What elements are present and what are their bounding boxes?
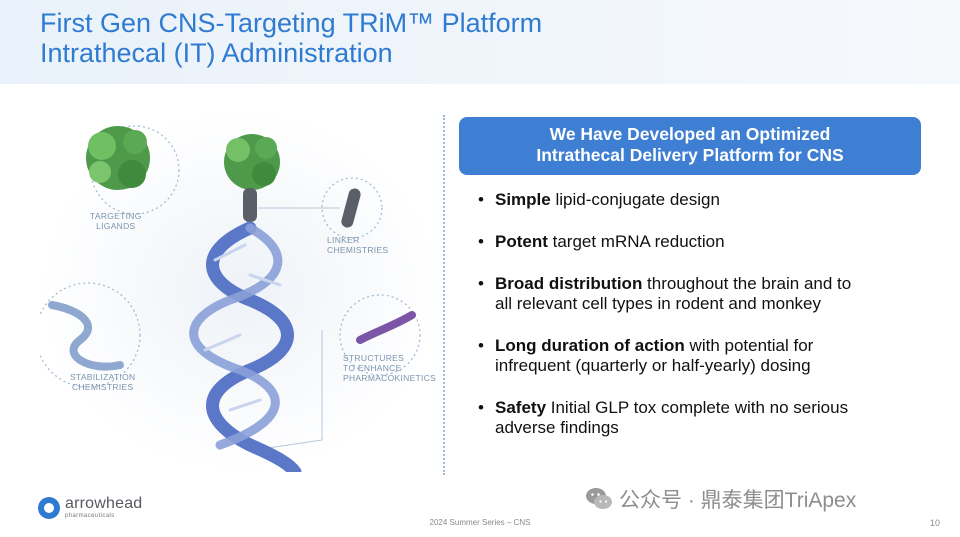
stabilization-arc — [40, 282, 141, 388]
helix-linker — [243, 188, 257, 222]
structures-arc — [339, 294, 421, 376]
label-stabilization-chemistries: STABILIZATION CHEMISTRIES — [70, 372, 136, 392]
watermark: 公众号 · 鼎泰集团TriApex — [585, 484, 856, 514]
banner-line1: We Have Developed an Optimized — [549, 124, 831, 144]
slide-title-line1: First Gen CNS-Targeting TRiM™ Platform — [40, 8, 543, 38]
pk-structure-strand — [356, 311, 416, 344]
helix-ligand-molecule — [224, 134, 280, 190]
targeting-ligand-molecule — [86, 126, 150, 190]
label-targeting-ligands: TARGETING LIGANDS — [90, 211, 142, 231]
double-helix — [189, 221, 302, 472]
arrowhead-logo: arrowhead pharmaceuticals — [38, 496, 142, 519]
watermark-text: 公众号 · 鼎泰集团TriApex — [619, 489, 857, 512]
bullet-long-duration: Long duration of action with potential f… — [478, 336, 918, 376]
slide-title: First Gen CNS-Targeting TRiM™ Platform I… — [40, 8, 542, 68]
bullet-simple: Simple lipid-conjugate design — [478, 190, 918, 210]
footer-text: 2024 Summer Series – CNS — [429, 518, 531, 527]
logo-subtitle: pharmaceuticals — [65, 513, 115, 519]
bullet-safety: Safety Initial GLP tox complete with no … — [478, 398, 918, 438]
slide-title-line2: Intrathecal (IT) Administration — [40, 38, 393, 68]
label-linker-chemistries: LINKER CHEMISTRIES — [327, 235, 389, 255]
arrowhead-logo-icon — [38, 496, 60, 519]
logo-name: arrowhead — [65, 495, 143, 512]
bullet-broad-distribution: Broad distribution throughout the brain … — [478, 274, 918, 314]
vertical-divider — [443, 115, 445, 475]
benefit-list: Simple lipid-conjugate design Potent tar… — [478, 190, 918, 460]
page-number: 10 — [929, 518, 940, 528]
label-structures-pk: STRUCTURES TO ENHANCE PHARMACOKINETICS — [343, 353, 437, 383]
title-header: First Gen CNS-Targeting TRiM™ Platform I… — [0, 0, 960, 84]
platform-diagram — [40, 110, 440, 472]
linker-molecule — [341, 188, 361, 228]
linker-arc — [321, 177, 383, 239]
banner-line2: Intrathecal Delivery Platform for CNS — [536, 145, 844, 165]
platform-banner: We Have Developed an Optimized Intrathec… — [459, 117, 921, 175]
wechat-icon — [585, 486, 613, 512]
bullet-potent: Potent target mRNA reduction — [478, 232, 918, 252]
stabilization-strand — [48, 301, 124, 371]
targeting-arc — [90, 125, 180, 215]
trim-platform-illustration: TARGETING LIGANDS LINKER CHEMISTRIES STA… — [40, 110, 440, 472]
